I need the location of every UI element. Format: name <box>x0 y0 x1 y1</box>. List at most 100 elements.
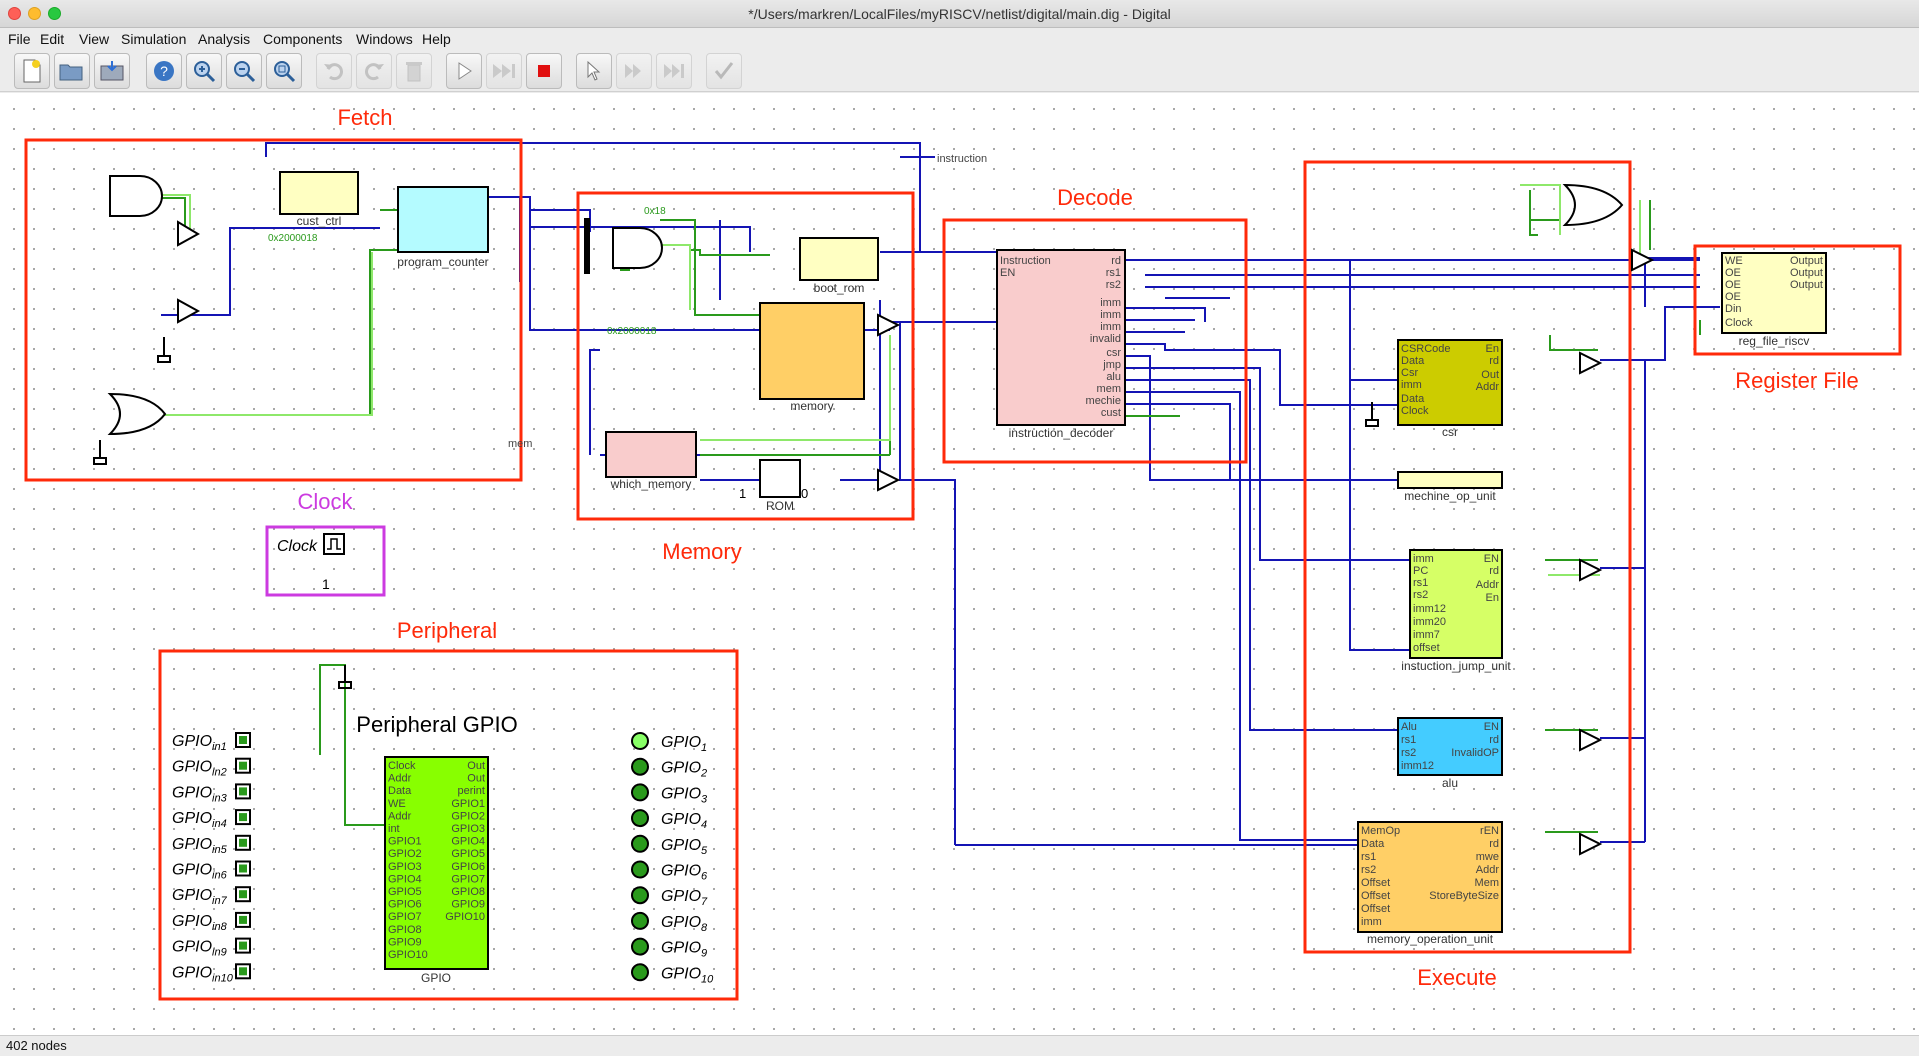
undo-button[interactable] <box>316 53 352 89</box>
redo-button[interactable] <box>356 53 392 89</box>
instuction-jump-unit-block[interactable] <box>1409 549 1503 659</box>
pointer-step-button[interactable] <box>576 53 612 89</box>
clock-icon[interactable] <box>323 533 345 555</box>
reg-file-block[interactable] <box>1721 252 1827 334</box>
gpio-output-sub: 7 <box>701 896 708 908</box>
or-gate-register-enable[interactable] <box>1562 183 1624 227</box>
or-gate-except[interactable] <box>107 392 167 436</box>
csr-pin-rd: rd <box>1489 355 1499 367</box>
addr-hex-const: 0x2000018 <box>268 233 318 244</box>
gpio-left-pin: Data <box>388 785 412 797</box>
mechine-op-unit-label: mechine_op_unit <box>1404 489 1496 503</box>
new-button[interactable] <box>14 53 50 89</box>
memory-operation-unit-block[interactable] <box>1357 821 1503 933</box>
gpio-input-state <box>239 761 247 770</box>
gpio-input-label: GPIOin1 <box>172 733 227 753</box>
step-button[interactable] <box>616 53 652 89</box>
help-button[interactable]: ? <box>146 53 182 89</box>
zoom-fit-button[interactable] <box>266 53 302 89</box>
zoom-out-button[interactable] <box>226 53 262 89</box>
clock-region <box>265 525 386 597</box>
menu-help[interactable]: Help <box>422 31 451 47</box>
register-file-region <box>1693 244 1902 356</box>
gpio-input-sub: in6 <box>212 870 228 882</box>
jump-pin-rd: rd <box>1489 565 1499 577</box>
memop-pin-mem: Mem <box>1475 877 1499 889</box>
fetch-label: Fetch <box>337 105 392 130</box>
which-memory-block[interactable] <box>605 431 697 478</box>
minimize-window-button[interactable] <box>28 7 41 20</box>
decoder-pin-rd: rd <box>1111 255 1121 267</box>
alu-block[interactable] <box>1397 717 1503 776</box>
regfile-pin-oe-p3: OE <box>1725 291 1741 303</box>
menu-edit[interactable]: Edit <box>40 31 65 47</box>
menu-analysis[interactable]: Analysis <box>198 31 251 47</box>
save-button[interactable] <box>94 53 130 89</box>
gpio-output-label: GPIO7 <box>661 888 708 908</box>
mux-addr[interactable] <box>177 220 201 324</box>
boot-rom-block[interactable] <box>799 237 879 281</box>
jump-pin-rs1: rs1 <box>1413 577 1428 589</box>
program-counter-block[interactable] <box>397 186 489 253</box>
decoder-pin-csr: csr <box>1106 347 1121 359</box>
gpio-right-pin: GPIO8 <box>451 886 485 898</box>
reg-file-label: reg_file_riscv <box>1739 334 1810 348</box>
menu-view[interactable]: View <box>79 31 110 47</box>
memop-pin-addr: Addr <box>1476 864 1500 876</box>
analyze-button[interactable] <box>706 53 742 89</box>
gpio-input-label: GPIOin2 <box>172 759 227 779</box>
gpio-input-sub: in2 <box>212 767 227 779</box>
instruction-decoder-block[interactable] <box>996 249 1126 426</box>
gpio-input-label: GPIOin7 <box>172 887 228 907</box>
circuit-canvas[interactable]: Fetch Memory Decode Execute Register Fil… <box>0 93 1919 1035</box>
gpio-left-pin: GPIO6 <box>388 899 422 911</box>
gpio-block[interactable] <box>384 756 489 970</box>
open-button[interactable] <box>54 53 90 89</box>
gpio-input-label: GPIOin5 <box>172 836 228 856</box>
stop-button[interactable] <box>526 53 562 89</box>
and-gate-jmp[interactable] <box>109 175 163 217</box>
delete-button[interactable] <box>396 53 432 89</box>
gpio-output-led <box>631 860 649 879</box>
close-window-button[interactable] <box>8 7 21 20</box>
gpio-right-pin: GPIO5 <box>451 848 485 860</box>
menu-file[interactable]: File <box>8 31 31 47</box>
save-icon <box>100 61 124 81</box>
gpio-right-pin: GPIO10 <box>445 911 485 923</box>
gpio-output-led <box>631 732 649 750</box>
maximize-window-button[interactable] <box>48 7 61 20</box>
csr-pin-addr: Addr <box>1476 381 1500 393</box>
fast-forward-button[interactable] <box>486 53 522 89</box>
run-button[interactable] <box>446 53 482 89</box>
memory-block[interactable] <box>759 302 865 400</box>
menu-windows[interactable]: Windows <box>356 31 413 47</box>
gpio-output-sub: 2 <box>700 768 707 780</box>
tristate-buffers <box>877 313 901 492</box>
gpio-output-sub: 3 <box>701 793 708 805</box>
rom-block[interactable] <box>759 459 801 498</box>
alu-pin-invalid-op: InvalidOP <box>1451 747 1499 759</box>
gpio-left-pin: GPIO4 <box>388 873 422 885</box>
gpio-right-pin: Out <box>467 760 485 772</box>
open-icon <box>59 64 83 81</box>
csr-pin-clock: Clock <box>1401 405 1429 417</box>
csr-block[interactable] <box>1397 339 1503 426</box>
delete-icon <box>406 62 422 82</box>
jump-pin-pc: PC <box>1413 565 1428 577</box>
zoom-in-button[interactable] <box>186 53 222 89</box>
decoder-pin-mem: mem <box>1097 383 1121 395</box>
menu-components[interactable]: Components <box>263 31 343 47</box>
register-file-label: Register File <box>1735 368 1858 393</box>
mem-addr-hex: 0x2000018 <box>607 326 657 337</box>
window-title: */Users/markren/LocalFiles/myRISCV/netli… <box>748 6 1171 22</box>
cust-ctrl-block[interactable] <box>279 171 359 215</box>
menu-simulation[interactable]: Simulation <box>121 31 187 47</box>
and-gate-memory[interactable] <box>612 227 663 269</box>
zoom-fit-icon <box>274 61 296 83</box>
gpio-left-pin: int <box>388 823 400 835</box>
step-all-button[interactable] <box>656 53 692 89</box>
undo-icon <box>324 63 343 81</box>
gpio-right-pin: GPIO9 <box>451 899 485 911</box>
mechine-op-unit-block[interactable] <box>1397 471 1503 489</box>
csr-pin-imm: imm <box>1401 379 1422 391</box>
